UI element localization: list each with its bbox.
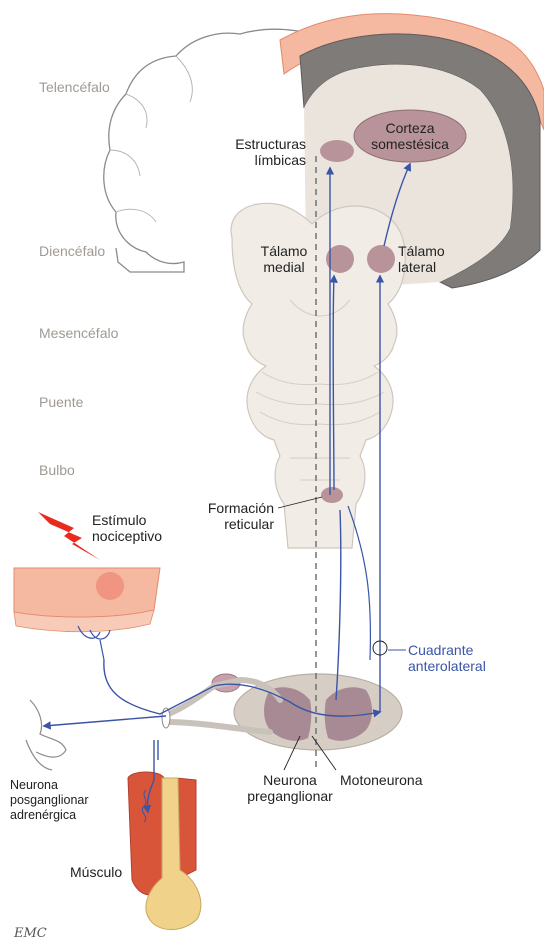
- label-neurona-preganglionar: Neurona preganglionar: [242, 772, 338, 804]
- nucleus-lateral-thalamus: [367, 245, 395, 273]
- label-cuadrante: Cuadrante anterolateral: [408, 642, 486, 674]
- pathway-to-posganglionar: [44, 716, 166, 726]
- nucleus-reticular: [321, 487, 343, 503]
- brain-outline-inner: [110, 56, 192, 222]
- label-talamo-lateral: Tálamo lateral: [398, 243, 445, 275]
- skin-patch: [14, 568, 160, 617]
- label-formacion-reticular: Formación reticular: [176, 500, 274, 532]
- label-motoneurona: Motoneurona: [340, 772, 423, 788]
- label-estimulo: Estímulo nociceptivo: [92, 512, 162, 544]
- region-telencefalo: Telencéfalo: [39, 79, 110, 95]
- stimulus-spot: [96, 572, 124, 600]
- region-diencefalo: Diencéfalo: [39, 243, 105, 259]
- region-bulbo: Bulbo: [39, 462, 75, 478]
- label-musculo: Músculo: [70, 864, 122, 880]
- label-talamo-medial: Tálamo medial: [246, 243, 322, 275]
- lightning-icon: [38, 512, 100, 560]
- postganglionic-neuron-outline: [26, 700, 66, 770]
- emc-logo: EMC: [14, 926, 47, 941]
- label-estructuras-limbicas: Estructuras límbicas: [210, 136, 306, 168]
- region-puente: Puente: [39, 394, 83, 410]
- label-neurona-posganglionar: Neurona posganglionar adrenérgica: [10, 778, 89, 823]
- region-mesencefalo: Mesencéfalo: [39, 325, 118, 341]
- label-corteza-somestesica: Corteza somestésica: [356, 120, 464, 152]
- nucleus-limbic: [320, 140, 354, 162]
